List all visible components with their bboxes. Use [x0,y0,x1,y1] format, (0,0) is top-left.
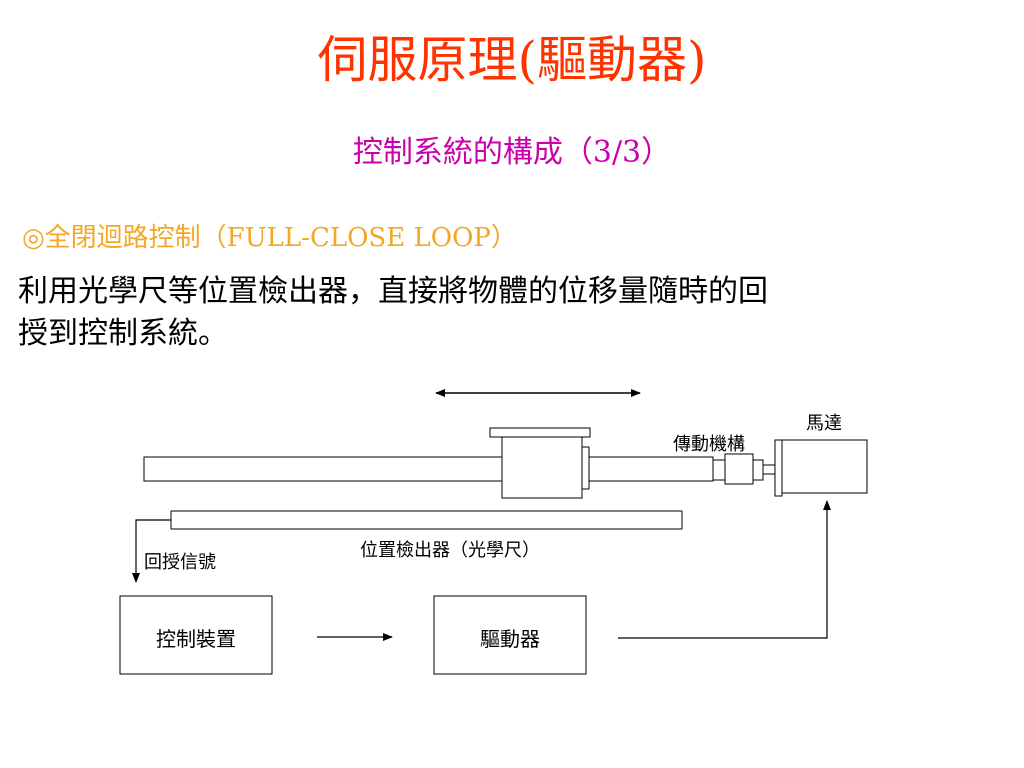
scale-label: 位置檢出器（光學尺） [360,540,540,561]
optical-scale [170,510,683,530]
body-text-line-2: 授到控制系統。 [18,316,228,351]
motor-flange [774,439,783,497]
driver-box [433,595,587,675]
slide-subtitle: 控制系統的構成（3/3） [352,135,672,170]
table-plate [489,427,591,438]
controller-box-label: 控制裝置 [156,627,236,651]
driver-to-motor-arrow [618,500,831,639]
slide-title: 伺服原理(驅動器) [317,31,707,89]
transmission-label: 傳動機構 [673,434,745,455]
driver-box-label: 驅動器 [480,627,540,651]
section-heading: ◎全閉迴路控制（FULL-CLOSE LOOP） [22,223,517,253]
feedback-signal-label: 回授信號 [144,552,216,573]
feedback-signal-arrow [132,519,171,583]
motor-shaft [762,464,776,475]
screw-rod-right [588,456,714,482]
ball-screw-rod [143,456,503,482]
motor-label: 馬達 [806,413,842,434]
motor-body [781,439,868,494]
coupling-right [752,459,764,481]
controller-box [119,595,273,675]
body-text-line-1: 利用光學尺等位置檢出器，直接將物體的位移量隨時的回 [18,274,768,309]
carriage [501,436,583,499]
coupling-left [712,459,726,481]
coupling-body [724,453,754,485]
carriage-flange [581,446,590,490]
